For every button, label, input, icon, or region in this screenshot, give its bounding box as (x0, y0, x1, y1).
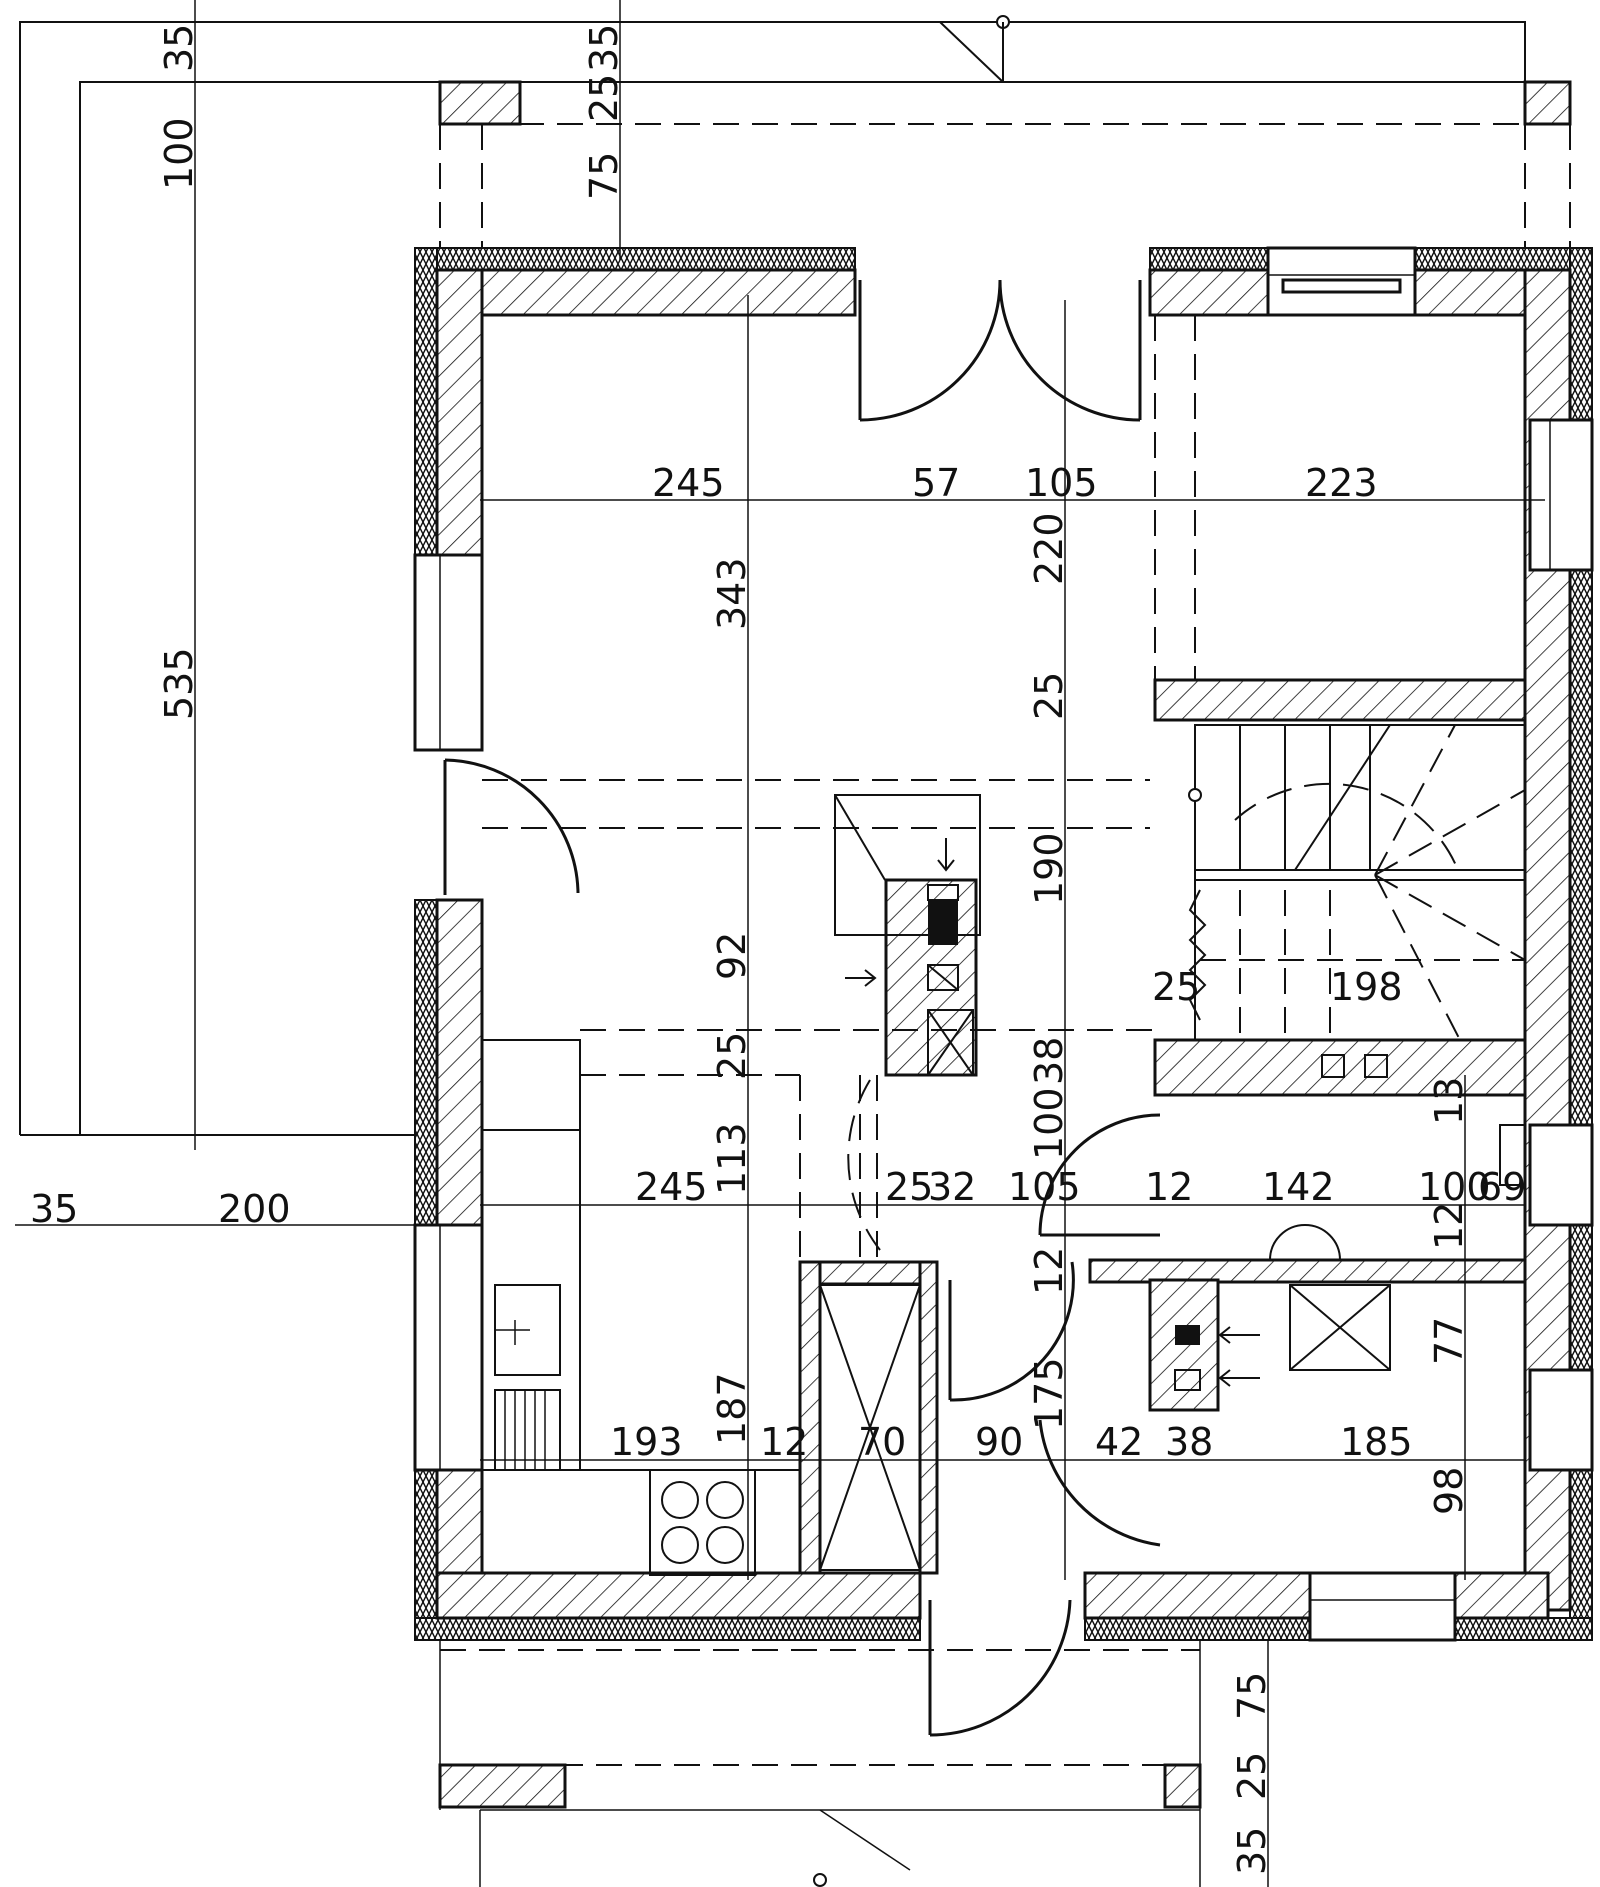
dim-mid-32: 32 (928, 1165, 976, 1209)
dim-100: 100 (157, 117, 201, 190)
inner-walls (798, 678, 1527, 1575)
dim-mid-13: 13 (1427, 1077, 1471, 1125)
dim-190: 190 (1027, 832, 1071, 905)
bathroom-fixtures (1174, 1054, 1526, 1391)
dim-low-187: 187 (710, 1372, 754, 1445)
dim-35-top-2: 35 (582, 24, 626, 72)
dim-right-98: 98 (1427, 1467, 1471, 1515)
dim-535: 535 (157, 647, 201, 720)
dim-25-top: 25 (582, 74, 626, 122)
dim-low-42: 42 (1095, 1420, 1143, 1464)
dim-200: 200 (218, 1187, 291, 1231)
dim-low-38: 38 (1165, 1420, 1213, 1464)
dim-25-v1: 25 (1027, 672, 1071, 720)
dimension-lines (15, 0, 1545, 1887)
dim-bottom-25: 25 (1230, 1752, 1274, 1800)
dim-row1-57: 57 (912, 461, 960, 505)
dim-mid-12-v: 12 (1427, 1202, 1471, 1250)
dim-mid-100: 100 (1418, 1165, 1491, 1209)
dim-row1-223: 223 (1305, 461, 1378, 505)
dim-35-top: 35 (157, 24, 201, 72)
dim-low-193: 193 (610, 1420, 683, 1464)
dim-stair-198: 198 (1330, 965, 1403, 1009)
dim-mid-245: 245 (635, 1165, 708, 1209)
dim-92: 92 (710, 932, 754, 980)
dim-right-77: 77 (1427, 1317, 1471, 1365)
dim-175: 175 (1027, 1357, 1071, 1430)
dim-low-185: 185 (1340, 1420, 1413, 1464)
dashed-lines (482, 280, 1196, 1262)
dim-25-v2: 25 (710, 1032, 754, 1080)
chimney (834, 794, 981, 1076)
windows (413, 246, 1594, 1642)
dim-bottom-35: 35 (1230, 1827, 1274, 1875)
dim-12-v: 12 (1027, 1247, 1071, 1295)
dim-mid-69: 69 (1478, 1165, 1526, 1209)
dim-35-left: 35 (30, 1187, 78, 1231)
dim-low-12: 12 (760, 1420, 808, 1464)
dimension-labels: 35 100 535 35 25 75 35 200 245 57 105 22… (30, 24, 1526, 1875)
kitchen-furniture (481, 1039, 921, 1576)
staircase (1188, 724, 1526, 1041)
dim-100-v: 100 (1027, 1087, 1071, 1160)
dim-row1-105: 105 (1025, 461, 1098, 505)
dim-343: 343 (710, 557, 754, 630)
dim-mid-25: 25 (885, 1165, 933, 1209)
dim-mid-12: 12 (1145, 1165, 1193, 1209)
dim-220: 220 (1027, 512, 1071, 585)
dim-113: 113 (710, 1122, 754, 1195)
doors (443, 279, 1161, 1737)
dim-mid-105: 105 (1008, 1165, 1081, 1209)
dim-low-70: 70 (858, 1420, 906, 1464)
dim-low-90: 90 (975, 1420, 1023, 1464)
dim-row1-245: 245 (652, 461, 725, 505)
terrace-outline-top (19, 15, 1572, 1136)
dim-38-v: 38 (1027, 1037, 1071, 1085)
dim-stair-25: 25 (1152, 965, 1200, 1009)
dim-75-top: 75 (582, 152, 626, 200)
dim-bottom-75: 75 (1230, 1672, 1274, 1720)
dim-mid-142: 142 (1262, 1165, 1335, 1209)
